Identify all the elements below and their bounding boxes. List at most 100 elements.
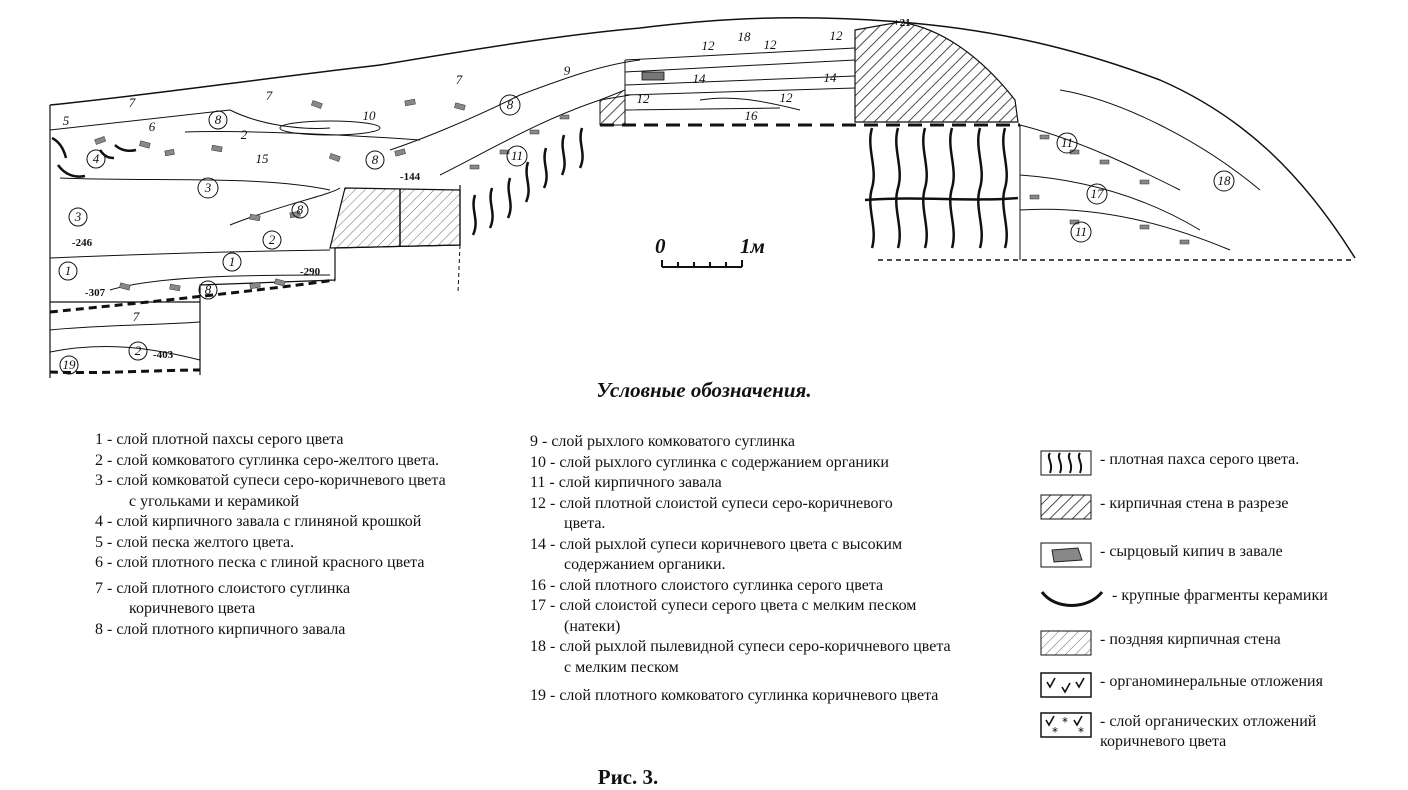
symbol-legend-organomineral: - органоминеральные отложения bbox=[1040, 672, 1323, 698]
symbol-legend-ceramics: - крупные фрагменты керамики bbox=[1040, 586, 1328, 612]
layer-label: 8 bbox=[297, 202, 304, 217]
rubble-bricks bbox=[94, 98, 1190, 292]
layer-label: 3 bbox=[74, 209, 82, 224]
check-star-icon: * * * bbox=[1040, 712, 1092, 738]
section-dashed-base bbox=[49, 368, 201, 375]
elevation-label: -246 bbox=[72, 237, 93, 249]
elevation-label: +21 bbox=[893, 17, 910, 29]
layer-label: 7 bbox=[456, 72, 463, 87]
ceramic-arc-icon bbox=[1040, 590, 1104, 607]
layer-label: 7 bbox=[129, 95, 136, 110]
layer-label: 2 bbox=[269, 232, 276, 247]
legend-item: 6 - слой плотного песка с глиной красног… bbox=[95, 554, 425, 571]
legend-item: 17 - слой слоистой супеси серого цвета с… bbox=[530, 597, 917, 635]
layer-label: 19 bbox=[63, 357, 77, 372]
svg-text:*: * bbox=[1078, 725, 1084, 738]
symbol-legend-paksa: - плотная пахса серого цвета. bbox=[1040, 450, 1299, 476]
layer-label: 11 bbox=[1061, 135, 1073, 150]
layer-label: 16 bbox=[745, 108, 759, 123]
legend-item: 19 - слой плотного комковатого суглинка … bbox=[530, 687, 939, 704]
scale-label-start: 0 bbox=[655, 234, 666, 258]
legend-item: 16 - слой плотного слоистого суглинка се… bbox=[530, 576, 884, 594]
symbol-label: - сырцовый кипич в завале bbox=[1100, 543, 1283, 560]
layer-label: 7 bbox=[266, 88, 273, 103]
layer-label: 12 bbox=[764, 37, 778, 52]
layer-label: 8 bbox=[372, 152, 379, 167]
svg-text:*: * bbox=[1062, 715, 1068, 729]
layer-label: 12 bbox=[637, 91, 651, 106]
layer-label: 12 bbox=[780, 90, 794, 105]
layer-label: 2 bbox=[241, 127, 248, 142]
legend-item: 9 - слой рыхлого комковатого суглинка bbox=[530, 433, 795, 450]
elevation-label: -307 bbox=[85, 287, 106, 299]
legend-item: 14 - слой рыхлой супеси коричневого цвет… bbox=[530, 535, 903, 574]
symbol-label: - крупные фрагменты керамики bbox=[1112, 587, 1328, 604]
wavy-lines-icon bbox=[1040, 450, 1092, 476]
brick-wall-small bbox=[599, 89, 626, 126]
layer-label: 10 bbox=[363, 108, 377, 123]
legend-list-left: 1 - слой плотной пахсы серого цвета 2 - … bbox=[95, 430, 446, 640]
section-dashed-bottom bbox=[49, 278, 336, 314]
layer-label: 8 bbox=[205, 282, 212, 297]
legend-item: 18 - слой рыхлой пылевидной супеси серо-… bbox=[530, 638, 951, 676]
svg-text:*: * bbox=[1052, 725, 1058, 738]
symbol-legend-raw-brick: - сырцовый кипич в завале bbox=[1040, 542, 1283, 568]
symbol-label: - кирпичная стена в разрезе bbox=[1100, 495, 1289, 512]
layer-labels: 1 1 2 2 2 3 3 4 5 6 7 7 7 7 8 8 8 8 8 9 … bbox=[63, 28, 1232, 372]
layer-boundaries-center bbox=[624, 47, 856, 125]
layer-label: 1 bbox=[229, 254, 236, 269]
figure-caption: Рис. 3. bbox=[597, 765, 659, 789]
layer-label: 5 bbox=[63, 113, 70, 128]
legend-item: 10 - слой рыхлого суглинка с содержанием… bbox=[530, 453, 889, 471]
legend-item: 3 - слой комковатой супеси серо-коричнев… bbox=[95, 472, 446, 510]
symbol-legend-late-wall: - поздняя кирпичная стена bbox=[1040, 630, 1281, 656]
layer-boundary-slope-2 bbox=[439, 94, 631, 176]
stratigraphic-section: +21 -144 -246 -290 -307 -403 1 1 2 2 2 3… bbox=[49, 17, 1356, 378]
hatch-icon bbox=[1040, 494, 1092, 520]
elevation-markers: +21 -144 -246 -290 -307 -403 bbox=[72, 17, 911, 361]
layer-label: 12 bbox=[830, 28, 844, 43]
layer-boundaries-right bbox=[1019, 89, 1261, 251]
scale-bar bbox=[661, 260, 743, 268]
legend-title: Условные обозначения. bbox=[596, 378, 812, 402]
check-marks-icon bbox=[1040, 672, 1092, 698]
section-outline bbox=[49, 17, 1356, 259]
layer-label: 2 bbox=[135, 343, 142, 358]
symbol-legend-brick-wall: - кирпичная стена в разрезе bbox=[1040, 494, 1288, 520]
brick-icon bbox=[1040, 542, 1092, 568]
elevation-label: -144 bbox=[400, 171, 421, 183]
symbol-label: - плотная пахса серого цвета. bbox=[1100, 451, 1300, 468]
layer-label: 12 bbox=[702, 38, 716, 53]
layer-boundary-slope bbox=[389, 59, 641, 151]
layer-label: 6 bbox=[149, 119, 156, 134]
layer-label: 9 bbox=[564, 63, 571, 78]
legend-item: 1 - слой плотной пахсы серого цвета bbox=[95, 431, 344, 448]
layer-label: 17 bbox=[1091, 186, 1105, 201]
elevation-label: -290 bbox=[300, 266, 321, 278]
fine-hatch-icon bbox=[1040, 630, 1092, 656]
layer-label: 1 bbox=[65, 263, 72, 278]
layer-label: 11 bbox=[511, 148, 523, 163]
elevation-label: -403 bbox=[153, 349, 174, 361]
layer-circles bbox=[58, 94, 1235, 375]
legend-item: 11 - слой кирпичного завала bbox=[530, 474, 722, 491]
paksa-block-left bbox=[471, 127, 584, 236]
layer-label: 3 bbox=[204, 180, 212, 195]
layer-label: 15 bbox=[256, 151, 270, 166]
brick-wall-section bbox=[854, 21, 1019, 123]
layer-label: 18 bbox=[1218, 173, 1232, 188]
layer-label: 18 bbox=[738, 29, 752, 44]
brick-fragment bbox=[641, 71, 665, 81]
paksa-block-right bbox=[864, 125, 1021, 260]
legend-item: 5 - слой песка желтого цвета. bbox=[95, 533, 295, 551]
legend-list-right: 9 - слой рыхлого комковатого суглинка 10… bbox=[530, 432, 951, 707]
symbol-label: - поздняя кирпичная стена bbox=[1100, 631, 1281, 648]
layer-label: 8 bbox=[507, 97, 514, 112]
legend-item: 8 - слой плотного кирпичного завала bbox=[95, 620, 346, 638]
layer-label: 4 bbox=[93, 151, 100, 166]
legend-item: 2 - слой комковатого суглинка серо-желто… bbox=[95, 451, 440, 469]
legend-item: 4 - слой кирпичного завала с глиняной кр… bbox=[95, 513, 422, 530]
layer-label: 8 bbox=[215, 112, 222, 127]
